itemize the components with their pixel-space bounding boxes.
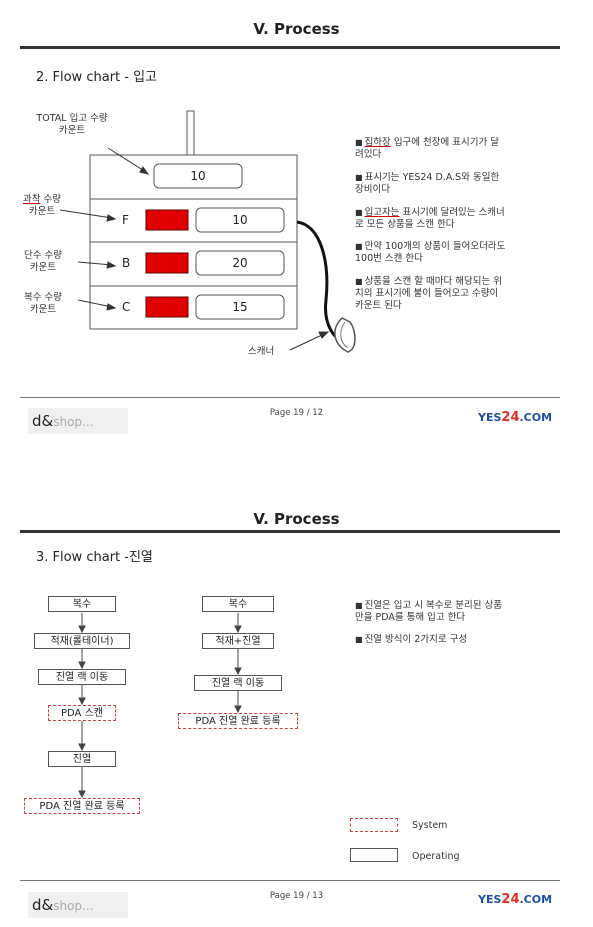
title-rule <box>20 530 560 533</box>
flow-left-multi: 복수 <box>48 596 116 612</box>
total-count-value: 10 <box>190 169 206 183</box>
bullet-2: ■표시기는 YES24 D.A.S와 동일한 장비이다 <box>355 172 500 195</box>
light-c <box>145 296 189 318</box>
page-number: Page 19 / 12 <box>269 408 324 418</box>
yes24-logo: YES24.COM <box>478 892 553 907</box>
bullet-1: ■진열은 입고 시 복수로 분리된 상품 만을 PDA를 통해 입고 한다 <box>355 600 503 623</box>
row-value-f: 10 <box>232 213 248 227</box>
footer-rule <box>20 880 560 881</box>
legend-operating-label: Operating <box>412 851 460 862</box>
footer-rule <box>20 397 560 398</box>
page-number: Page 19 / 13 <box>269 891 324 901</box>
flow-right-multi: 복수 <box>202 596 274 612</box>
display-flow-arrows <box>78 613 242 799</box>
flow-left-pda-scan: PDA 스캔 <box>48 705 116 721</box>
bullet-square-icon: ■ <box>355 138 363 147</box>
label-multi-count: 복수 수량 카운트 <box>24 292 62 315</box>
label-total-count: TOTAL 입고 수량 카운트 <box>36 113 108 136</box>
slide-subtitle: 2. Flow chart - 입고 <box>36 70 158 85</box>
flow-left-display: 진열 <box>48 751 116 767</box>
label-overage-count: 과착 수량 카운트 <box>12 194 72 218</box>
slide-title: V. Process <box>253 20 340 38</box>
dshop-logo: d&shop... <box>28 408 128 434</box>
dshop-logo: d&shop... <box>28 892 128 918</box>
bullet-square-icon: ■ <box>355 277 363 286</box>
display-antenna <box>186 110 195 156</box>
row-letter-c: C <box>122 300 131 314</box>
title-rule <box>20 46 560 49</box>
row-value-b: 20 <box>232 256 248 270</box>
bullet-square-icon: ■ <box>355 601 363 610</box>
bullet-4: ■만약 100개의 상품이 들어오더라도 100번 스캔 한다 <box>355 241 506 264</box>
slide-title: V. Process <box>253 510 340 528</box>
slide-display: V. Process 3. Flow chart -진열 복수 적재(롤테이너)… <box>0 490 593 927</box>
bullet-2: ■진열 방식이 2가지로 구성 <box>355 634 468 645</box>
row-letter-b: B <box>122 256 131 270</box>
slide-subtitle: 3. Flow chart -진열 <box>36 550 153 565</box>
flow-left-load: 적재(롤테이너) <box>34 633 130 649</box>
bullet-3: ■입고자는 표시기에 달려있는 스캐너 로 모든 상품을 스캔 한다 <box>355 207 505 230</box>
scanner-icon <box>334 317 356 353</box>
label-scanner: 스캐너 <box>248 346 275 357</box>
bullet-square-icon: ■ <box>355 242 363 251</box>
flow-left-move-rack: 진열 랙 이동 <box>38 669 126 685</box>
flow-right-load-display: 적재+진열 <box>202 633 274 649</box>
light-f <box>145 209 189 231</box>
bullet-1: ■집하장 입구에 천장에 표시기가 달 려있다 <box>355 137 500 160</box>
legend-operating-swatch <box>350 848 398 862</box>
flow-right-move-rack: 진열 랙 이동 <box>194 675 282 691</box>
receiving-diagram <box>59 110 356 353</box>
flow-right-pda-register: PDA 진열 완료 등록 <box>178 713 298 729</box>
flow-left-pda-register: PDA 진열 완료 등록 <box>24 798 140 814</box>
value-box-c <box>195 294 285 320</box>
label-overage-underlined: 과착 <box>23 194 41 205</box>
label-overage-rest: 수량 카운트 <box>28 194 61 217</box>
light-b <box>145 252 189 274</box>
label-single-count: 단수 수량 카운트 <box>24 250 62 273</box>
bullet-square-icon: ■ <box>355 173 363 182</box>
legend-system-swatch <box>350 818 398 832</box>
value-box-b <box>195 250 285 276</box>
yes24-logo: YES24.COM <box>478 410 553 425</box>
value-box-f <box>195 207 285 233</box>
total-count-box <box>153 163 243 189</box>
bullet-square-icon: ■ <box>355 208 363 217</box>
row-letter-f: F <box>122 213 129 227</box>
slide-receiving: V. Process 2. Flow chart - 입고 <box>0 0 593 445</box>
bullet-square-icon: ■ <box>355 635 363 644</box>
bullet-5: ■상품을 스캔 할 때마다 해당되는 위 치의 표시기에 불이 들어오고 수량이… <box>355 276 503 311</box>
legend-system-label: System <box>412 820 448 831</box>
row-value-c: 15 <box>232 300 248 314</box>
